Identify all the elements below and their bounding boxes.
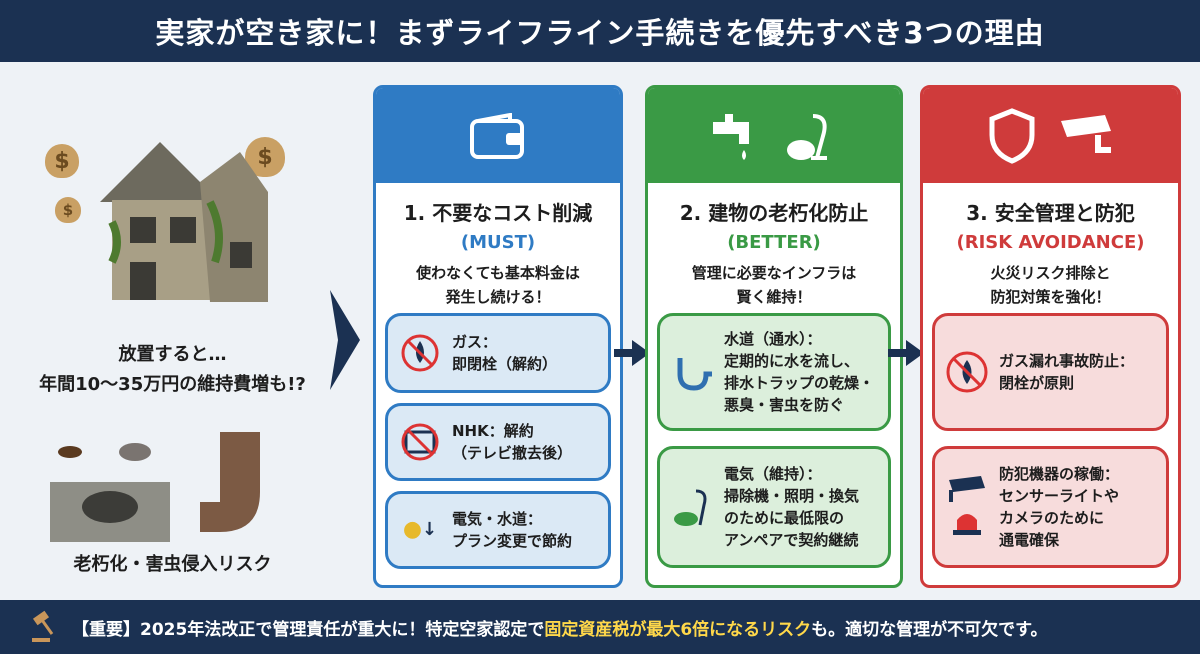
item-line: 通電確保 bbox=[999, 531, 1060, 549]
item-line: 水道（通水）： bbox=[724, 330, 822, 348]
item-line: 定期的に水を流し、 bbox=[724, 352, 860, 370]
desc-line: 発生し続ける！ bbox=[445, 288, 551, 306]
arrow-right-icon bbox=[614, 340, 650, 366]
page-title: 実家が空き家に！まずライフライン手続きを優先すべき3つの理由 bbox=[0, 0, 1200, 62]
no-gas-icon bbox=[398, 333, 442, 373]
footer-text-pre: 【重要】2025年法改正で管理責任が重大に！特定空家認定で bbox=[72, 619, 545, 640]
chevron-right-icon bbox=[330, 290, 360, 390]
item-line: 電気（維持）： bbox=[724, 465, 822, 483]
item-line: プラン変更で節約 bbox=[452, 532, 573, 550]
list-item: ガス： 即閉栓（解約） bbox=[385, 313, 611, 393]
list-item: ●↓ 電気・水道： プラン変更で節約 bbox=[385, 491, 611, 569]
pests-and-rusty-pipe-icon bbox=[50, 432, 260, 542]
footer-text: 【重要】2025年法改正で管理責任が重大に！特定空家認定で固定資産税が最大6倍に… bbox=[72, 615, 1047, 640]
item-line: アンペアで契約継続 bbox=[724, 531, 859, 549]
security-camera-icon bbox=[1060, 114, 1111, 153]
list-item: 水道（通水）： 定期的に水を流し、排水トラップの乾燥・悪臭・害虫を防ぐ bbox=[657, 313, 891, 431]
footer-text-post: も。適切な管理が不可欠です。 bbox=[811, 619, 1048, 640]
arrow-right-icon bbox=[888, 340, 924, 366]
item-line: センサーライトや bbox=[999, 487, 1120, 505]
item-line: （テレビ撤去後） bbox=[452, 444, 573, 462]
list-item: 防犯機器の稼働： センサーライトやカメラのために通電確保 bbox=[932, 446, 1169, 568]
no-tv-icon bbox=[398, 422, 442, 462]
card-tag: (MUST) bbox=[460, 232, 536, 253]
list-item: NHK：解約 （テレビ撤去後） bbox=[385, 403, 611, 481]
desc-line: 使わなくても基本料金は bbox=[416, 264, 580, 282]
card-cost-reduction: 1. 不要なコスト削減 (MUST) 使わなくても基本料金は発生し続ける！ ガス… bbox=[373, 85, 623, 588]
list-item: 電気（維持）： 掃除機・照明・換気のために最低限のアンペアで契約継続 bbox=[657, 446, 891, 568]
desc-line: 火災リスク排除と bbox=[990, 264, 1111, 282]
wallet-icon bbox=[470, 112, 524, 159]
flying-money-bag-icon: $ bbox=[45, 144, 79, 178]
bulb-faucet-icon: ●↓ bbox=[402, 517, 438, 542]
footer-highlight: 固定資産税が最大6倍になるリスク bbox=[544, 619, 812, 640]
item-line: NHK：解約 bbox=[452, 422, 534, 440]
item-line: 閉栓が原則 bbox=[999, 374, 1075, 392]
vacuum-icon bbox=[670, 487, 714, 527]
left-panel: $ $ $ 放置すると… 年間10〜35万円の維持費増も!? 老朽化・害虫侵入リ… bbox=[0, 62, 345, 600]
card-safety-security: 3. 安全管理と防犯 (RISK AVOIDANCE) 火災リスク排除と防犯対策… bbox=[920, 85, 1181, 588]
card-title: 1. 不要なコスト削減 bbox=[403, 201, 593, 225]
vacuum-icon bbox=[787, 113, 827, 160]
card-tag: (RISK AVOIDANCE) bbox=[956, 232, 1145, 253]
card-description: 管理に必要なインフラは賢く維持！ bbox=[648, 261, 900, 309]
desc-line: 防犯対策を強化！ bbox=[990, 288, 1111, 306]
item-line: 掃除機・照明・換気 bbox=[724, 487, 860, 505]
camera-siren-icon bbox=[945, 474, 989, 540]
footer-notice: 【重要】2025年法改正で管理責任が重大に！特定空家認定で固定資産税が最大6倍に… bbox=[0, 600, 1200, 654]
faucet-icon bbox=[713, 113, 749, 160]
item-line: 即閉栓（解約） bbox=[452, 355, 558, 373]
list-item: ガス漏れ事故防止： 閉栓が原則 bbox=[932, 313, 1169, 431]
flying-money-bag-icon: $ bbox=[55, 197, 81, 223]
desc-line: 管理に必要なインフラは bbox=[691, 264, 857, 282]
card-tag: (BETTER) bbox=[727, 232, 821, 253]
drain-pipe-icon bbox=[670, 352, 714, 392]
cost-warning-line1: 放置すると… bbox=[118, 344, 227, 365]
abandoned-house-icon bbox=[100, 142, 268, 302]
no-gas-icon bbox=[945, 350, 989, 394]
card-title: 3. 安全管理と防犯 bbox=[966, 201, 1135, 225]
card-title: 2. 建物の老朽化防止 bbox=[679, 201, 869, 225]
item-line: 防犯機器の稼働： bbox=[999, 465, 1120, 483]
card-description: 火災リスク排除と防犯対策を強化！ bbox=[923, 261, 1178, 309]
shield-icon bbox=[989, 107, 1034, 164]
desc-line: 賢く維持！ bbox=[736, 288, 812, 306]
item-line: のために最低限の bbox=[724, 509, 845, 527]
item-line: カメラのために bbox=[999, 509, 1105, 527]
cost-warning-line2: 年間10〜35万円の維持費増も!? bbox=[39, 374, 306, 395]
risk-label: 老朽化・害虫侵入リスク bbox=[73, 554, 272, 575]
item-line: ガス： bbox=[452, 333, 498, 351]
gavel-icon bbox=[32, 610, 54, 642]
item-line: 電気・水道： bbox=[452, 510, 543, 528]
item-line: ガス漏れ事故防止： bbox=[999, 352, 1135, 370]
item-line: 悪臭・害虫を防ぐ bbox=[724, 396, 845, 414]
item-line: 排水トラップの乾燥・ bbox=[724, 374, 875, 392]
card-description: 使わなくても基本料金は発生し続ける！ bbox=[376, 261, 620, 309]
card-aging-prevention: 2. 建物の老朽化防止 (BETTER) 管理に必要なインフラは賢く維持！ 水道… bbox=[645, 85, 903, 588]
cost-warning: 放置すると… 年間10〜35万円の維持費増も!? bbox=[0, 340, 345, 400]
